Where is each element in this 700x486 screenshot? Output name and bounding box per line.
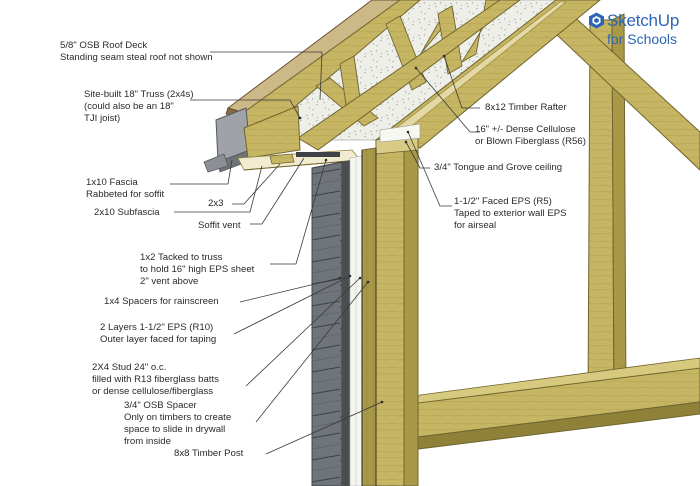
eave-assembly bbox=[203, 105, 361, 173]
label-timber-rafter: 8x12 Timber Rafter bbox=[485, 102, 567, 113]
label-2x4-stud: 2X4 Stud 24" o.c. filled with R13 fiberg… bbox=[92, 362, 219, 397]
label-1x2-tacked: 1x2 Tacked to truss to hold 16" high EPS… bbox=[140, 252, 255, 287]
label-2x3: 2x3 bbox=[208, 198, 224, 209]
label-eps-layers: 2 Layers 1-1/2" EPS (R10) Outer layer fa… bbox=[100, 322, 217, 345]
exterior-wall bbox=[311, 123, 421, 486]
brand-subtitle: for Schools bbox=[607, 31, 678, 47]
sketchup-logo: SketchUp for Schools bbox=[588, 10, 698, 50]
label-osb-spacer: 3/4" OSB Spacer Only on timbers to creat… bbox=[124, 400, 232, 447]
leader-lines bbox=[170, 51, 480, 455]
roof-assembly bbox=[225, 0, 601, 151]
tie-beam bbox=[408, 357, 700, 451]
label-tongue-groove-ceiling: 3/4" Tongue and Grove ceiling bbox=[434, 162, 563, 173]
label-timber-post: 8x8 Timber Post bbox=[174, 448, 244, 459]
label-osb-roof-deck: 5/8" OSB Roof Deck Standing seam steal r… bbox=[60, 40, 213, 63]
label-faced-eps: 1-1/2" Faced EPS (R5) Taped to exterior … bbox=[454, 196, 567, 231]
brand-name: SketchUp bbox=[607, 11, 680, 30]
rear-timber-post bbox=[587, 13, 627, 403]
label-soffit-vent: Soffit vent bbox=[198, 220, 241, 231]
label-dense-cellulose: 16" +/- Dense Cellulose or Blown Fibergl… bbox=[475, 124, 586, 147]
label-site-built-truss: Site-built 18" Truss (2x4s) (could also … bbox=[84, 89, 194, 124]
rear-timber-rafter bbox=[519, 0, 700, 171]
label-fascia: 1x10 Fascia Rabbeted for soffit bbox=[86, 177, 165, 200]
sketchup-cube-icon bbox=[589, 12, 604, 29]
label-1x4-spacers: 1x4 Spacers for rainscreen bbox=[104, 296, 219, 307]
label-subfascia: 2x10 Subfascia bbox=[94, 207, 160, 218]
leader-dots bbox=[298, 54, 446, 404]
